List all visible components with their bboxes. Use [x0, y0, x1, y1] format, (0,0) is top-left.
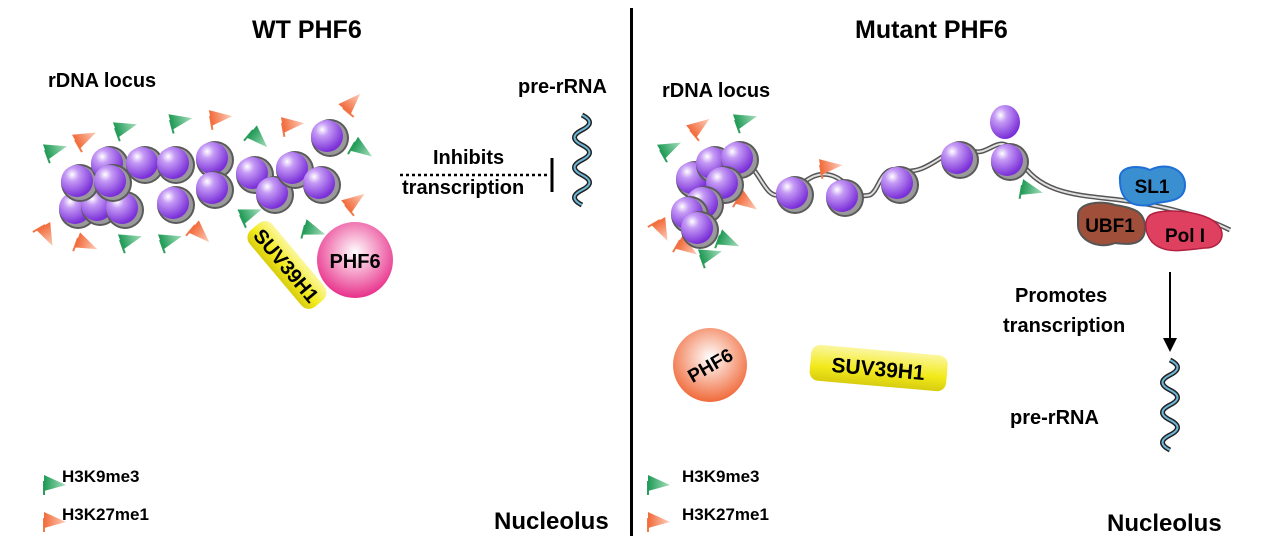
mutant-panel-title: Mutant PHF6 [855, 16, 1008, 44]
h3k27me1-flag [337, 86, 369, 118]
h3k9me3-flag [656, 132, 688, 164]
h3k27me1-flag [72, 231, 102, 260]
panel-divider [630, 8, 633, 536]
h3k27me1-flag [646, 216, 678, 248]
wt-pre-rrna-icon [575, 115, 590, 205]
wt-rdna-locus-label: rDNA locus [48, 70, 157, 92]
legend-h3k27me1-label: H3K27me1 [62, 505, 149, 524]
nucleosome [681, 211, 719, 249]
nucleosome [881, 166, 919, 204]
h3k27me1-flag [685, 110, 717, 142]
h3k27me1-flag [31, 221, 63, 253]
nucleosome [991, 143, 1029, 181]
promote-arrow-head-icon [1163, 338, 1177, 352]
mutant-pre-rrna-icon [1163, 360, 1178, 450]
inhibits-label: Inhibits [433, 147, 505, 169]
h3k9me3-flag [243, 124, 275, 156]
mutant-rdna-locus-chromatin [646, 105, 1232, 270]
nucleosome [157, 146, 195, 184]
mutant-pre-rrna-label: pre-rRNA [1010, 407, 1099, 429]
h3k27me1-flag [340, 185, 372, 217]
legend-h3k9me3-flag-icon [647, 474, 671, 496]
nucleosome [776, 176, 814, 214]
nucleosome [826, 179, 864, 217]
h3k27me1-flag [71, 122, 103, 154]
transcription-label: transcription [402, 177, 525, 199]
wt-phf6-label: PHF6 [329, 251, 380, 273]
legend-h3k9me3-label: H3K9me3 [682, 467, 760, 486]
legend-h3k27me1-flag-icon [647, 511, 671, 533]
nucleosome [94, 164, 132, 202]
h3k9me3-flag [156, 225, 187, 255]
pol1-protein: Pol I [1145, 210, 1223, 252]
nucleosome [941, 141, 979, 179]
h3k9me3-flag [347, 135, 379, 167]
sl1-protein: SL1 [1118, 165, 1187, 207]
h3k27me1-flag [207, 105, 236, 131]
sl1-label: SL1 [1135, 177, 1170, 198]
h3k27me1-flag [185, 219, 217, 251]
h3k9me3-flag [111, 113, 142, 143]
ubf1-protein: UBF1 [1077, 201, 1147, 247]
nucleosome [196, 171, 234, 209]
h3k9me3-flag [731, 105, 762, 135]
h3k27me1-flag [279, 112, 308, 138]
nucleosome [311, 119, 349, 157]
nucleosome [157, 186, 195, 224]
h3k9me3-flag [41, 135, 72, 165]
legend-h3k9me3-label: H3K9me3 [62, 467, 140, 486]
h3k9me3-flag [116, 225, 147, 255]
wt-nucleolus-label: Nucleolus [494, 508, 609, 535]
wt-rdna-locus-chromatin [31, 86, 379, 260]
wt-panel-title: WT PHF6 [252, 16, 362, 44]
promote-transcription-label: transcription [1003, 315, 1126, 337]
h3k9me3-flag [167, 107, 196, 135]
nucleosome [303, 166, 341, 204]
wt-phf6-protein: PHF6 [317, 222, 393, 298]
mutant-nucleolus-label: Nucleolus [1107, 510, 1222, 537]
legend-h3k27me1-label: H3K27me1 [682, 505, 769, 524]
pol1-label: Pol I [1165, 226, 1205, 247]
mutant-rdna-locus-label: rDNA locus [662, 80, 771, 102]
free-histone [990, 105, 1020, 139]
promotes-label: Promotes [1015, 285, 1108, 307]
ubf1-label: UBF1 [1085, 216, 1135, 237]
mutant-phf6-protein: PHF6 [673, 328, 747, 402]
wt-suv39h1-label: SUV39H1 [248, 225, 322, 307]
mutant-suv39h1-protein: SUV39H1 [809, 344, 948, 392]
wt-pre-rrna-label: pre-rRNA [518, 76, 607, 98]
